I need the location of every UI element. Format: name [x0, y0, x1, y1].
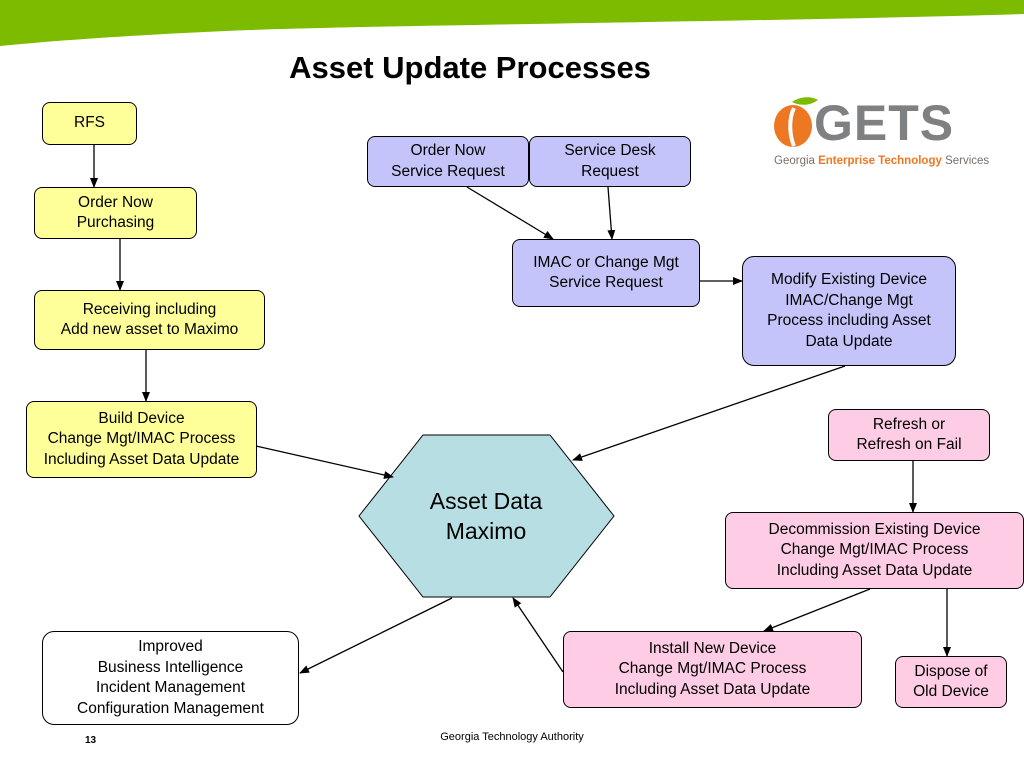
build-device-line-2: Change Mgt/IMAC Process — [47, 430, 236, 448]
gets-logo: GETS Georgia Enterprise Technology Servi… — [772, 92, 989, 172]
order-now-purchasing-line-1: Order Now — [78, 193, 153, 211]
arrow-order-now-sr-to-imac — [466, 186, 554, 240]
footer-organization: Georgia Technology Authority — [440, 731, 584, 743]
arrow-service-desk-to-imac — [607, 186, 616, 240]
peach-icon — [774, 97, 818, 147]
service-desk-request-box: Service Desk Request — [529, 136, 691, 187]
build-device-box: Build Device Change Mgt/IMAC Process Inc… — [26, 401, 257, 478]
hub-label-line-2: Maximo — [445, 518, 527, 544]
decommission-box: Decommission Existing Device Change Mgt/… — [725, 512, 1024, 589]
logo-wordmark: GETS — [814, 95, 955, 151]
dispose-line-1: Dispose of — [914, 662, 988, 680]
rfs-box: RFS — [42, 102, 137, 145]
order-now-purchasing-line-2: Purchasing — [76, 214, 155, 231]
receiving-line-2: Add new asset to Maximo — [60, 321, 239, 338]
build-device-line-1: Build Device — [98, 409, 185, 427]
imac-change-mgt-box: IMAC or Change Mgt Service Request — [512, 239, 700, 307]
hub-label: Asset Data Maximo — [392, 486, 580, 546]
top-green-band — [0, 0, 1024, 46]
build-device-line-3: Including Asset Data Update — [43, 450, 240, 468]
refresh-line-1: Refresh or — [872, 415, 946, 433]
decommission-line-1: Decommission Existing Device — [768, 520, 981, 538]
logo-tagline-post: Services — [941, 155, 990, 167]
modify-line-2: IMAC/Change Mgt — [785, 291, 913, 309]
page-number: 13 — [85, 735, 97, 746]
arrow-hub-to-improved — [299, 597, 453, 674]
arrow-decommission-to-install — [763, 588, 871, 632]
modify-line-1: Modify Existing Device — [771, 271, 927, 288]
install-line-3: Including Asset Data Update — [614, 680, 811, 698]
install-line-1: Install New Device — [648, 639, 777, 657]
install-new-device-box: Install New Device Change Mgt/IMAC Proce… — [563, 631, 862, 708]
refresh-line-2: Refresh on Fail — [856, 436, 962, 453]
dispose-line-2: Old Device — [913, 683, 989, 700]
service-desk-line-2: Request — [581, 162, 639, 180]
order-now-sr-line-2: Service Request — [391, 162, 505, 180]
receiving-box: Receiving including Add new asset to Max… — [34, 290, 265, 350]
improved-bi-box: Improved Business Intelligence Incident … — [42, 631, 299, 725]
decommission-line-3: Including Asset Data Update — [776, 561, 973, 579]
install-line-2: Change Mgt/IMAC Process — [618, 660, 807, 678]
logo-tagline-accent: Enterprise Technology — [818, 155, 942, 167]
rfs-line-1: RFS — [74, 114, 105, 132]
modify-line-3: Process including Asset — [767, 312, 931, 329]
slide-title: Asset Update Processes — [289, 50, 651, 85]
decommission-line-2: Change Mgt/IMAC Process — [780, 541, 969, 559]
modify-existing-device-box: Modify Existing Device IMAC/Change Mgt P… — [742, 256, 956, 366]
imac-line-2: Service Request — [549, 274, 663, 291]
logo-tagline: Georgia Enterprise Technology Services — [774, 155, 989, 167]
hub-label-line-1: Asset Data — [429, 488, 543, 514]
refresh-box: Refresh or Refresh on Fail — [828, 409, 990, 461]
arrow-modify-to-hub — [572, 365, 846, 461]
service-desk-line-1: Service Desk — [564, 142, 656, 159]
improved-line-3: Incident Management — [95, 679, 246, 696]
receiving-line-1: Receiving including — [82, 300, 217, 318]
improved-line-2: Business Intelligence — [97, 658, 244, 676]
modify-line-4: Data Update — [805, 332, 893, 350]
imac-line-1: IMAC or Change Mgt — [533, 253, 679, 271]
arrow-build-to-hub — [255, 445, 394, 479]
dispose-box: Dispose of Old Device — [895, 656, 1007, 708]
logo-tagline-pre: Georgia — [774, 155, 819, 167]
order-now-service-request-box: Order Now Service Request — [367, 136, 529, 187]
improved-line-1: Improved — [138, 638, 203, 655]
order-now-sr-line-1: Order Now — [410, 142, 486, 159]
improved-line-4: Configuration Management — [77, 699, 264, 717]
arrow-install-to-hub — [512, 597, 564, 673]
order-now-purchasing-box: Order Now Purchasing — [34, 187, 197, 239]
